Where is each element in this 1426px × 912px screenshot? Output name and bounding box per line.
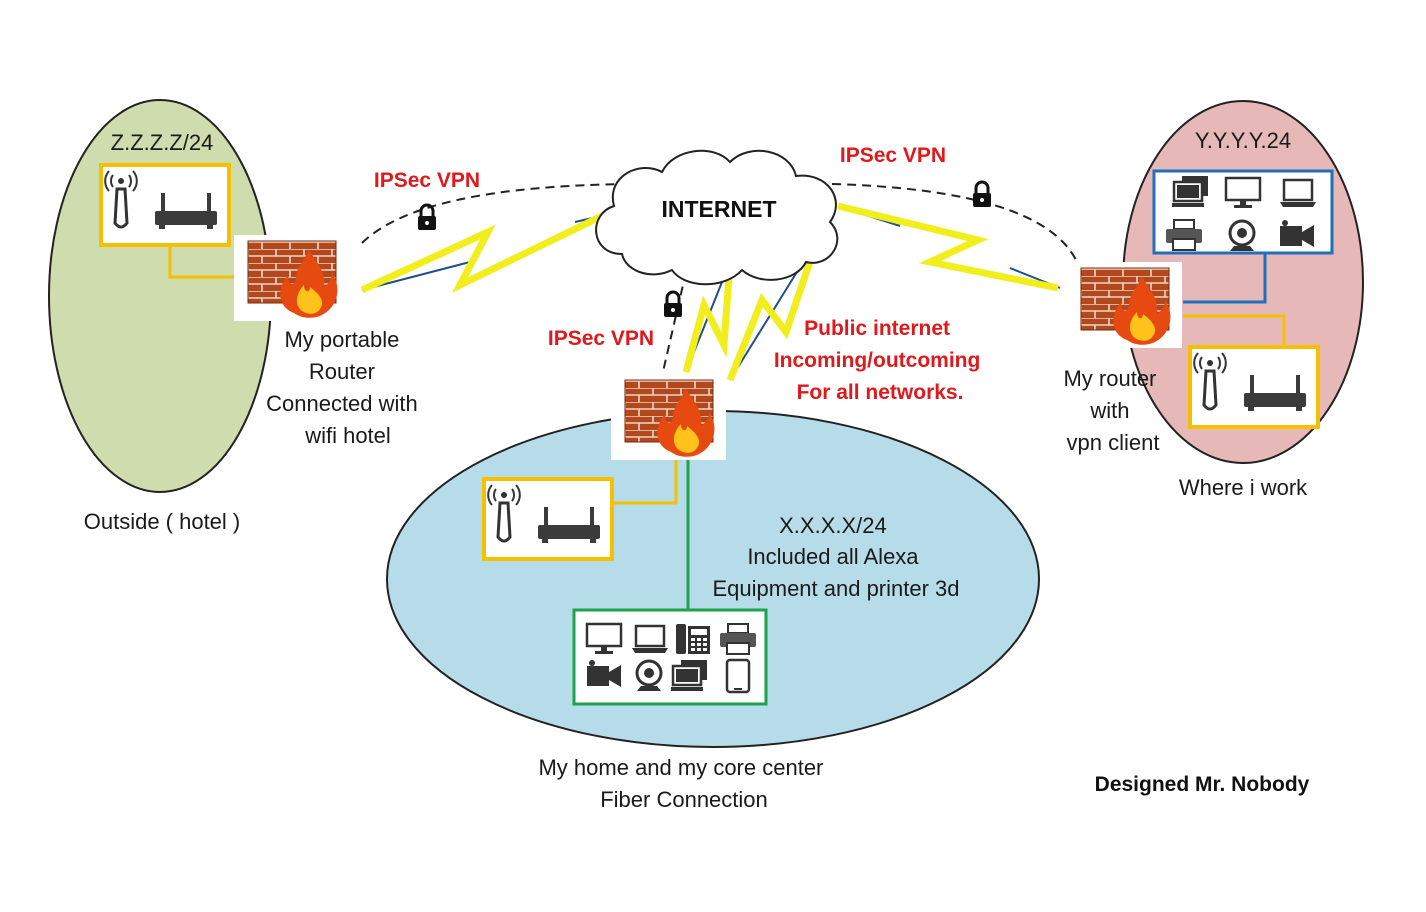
work-device-box	[1152, 169, 1334, 255]
home-router-box	[482, 477, 614, 561]
home-info-label: X.X.X.X/24 Included all Alexa Equipment …	[712, 513, 959, 601]
laptop-icon	[630, 624, 670, 655]
designer-signature: Designed Mr. Nobody	[1095, 773, 1310, 796]
lightning-right	[837, 202, 1059, 292]
home-caption: My home and my core center Fiber Connect…	[538, 755, 829, 812]
vpn-label-left: IPSec VPN	[374, 169, 480, 192]
laptop-icon	[1278, 178, 1318, 209]
home-device-box	[572, 608, 768, 706]
public-internet-label: Public internet Incoming/outcoming For a…	[774, 317, 986, 404]
portable-router-label: My portable Router Connected with wifi h…	[266, 327, 424, 448]
hotel-caption: Outside ( hotel )	[84, 509, 241, 534]
firewall-icon-home	[610, 373, 727, 461]
vpn-tunnel-center	[661, 271, 687, 377]
internet-label: INTERNET	[662, 196, 777, 222]
lightning-home-1	[682, 261, 734, 373]
home-router-link	[611, 460, 678, 505]
lightning-home-2	[726, 236, 822, 382]
vpn-label-right: IPSec VPN	[840, 144, 946, 167]
work-subnet-label: Y.Y.Y.Y.24	[1195, 128, 1291, 153]
firewall-icon-hotel	[233, 234, 350, 322]
ip-phone-icon	[676, 624, 710, 654]
lock-icon-left	[416, 203, 438, 232]
work-router-label: My router with vpn client	[1063, 366, 1162, 455]
hotel-router-box	[99, 163, 231, 247]
lock-icon-center	[662, 290, 684, 319]
work-lan-link	[1183, 253, 1267, 304]
work-router-link	[1183, 314, 1286, 347]
hotel-router-link	[168, 245, 236, 279]
hotel-subnet-label: Z.Z.Z.Z/24	[111, 130, 214, 155]
work-caption: Where i work	[1179, 475, 1308, 500]
uplink-hotel	[361, 213, 611, 291]
vpn-tunnel-left	[361, 183, 633, 244]
vpn-tunnel-right	[831, 183, 1077, 261]
vpn-label-center: IPSec VPN	[548, 327, 654, 350]
lightning-left	[361, 213, 607, 291]
lock-icon-right	[971, 180, 993, 209]
firewall-icon-work	[1066, 261, 1183, 349]
internet-cloud-icon	[595, 149, 839, 286]
work-router-box	[1188, 345, 1320, 429]
tablet-icon	[725, 658, 751, 694]
